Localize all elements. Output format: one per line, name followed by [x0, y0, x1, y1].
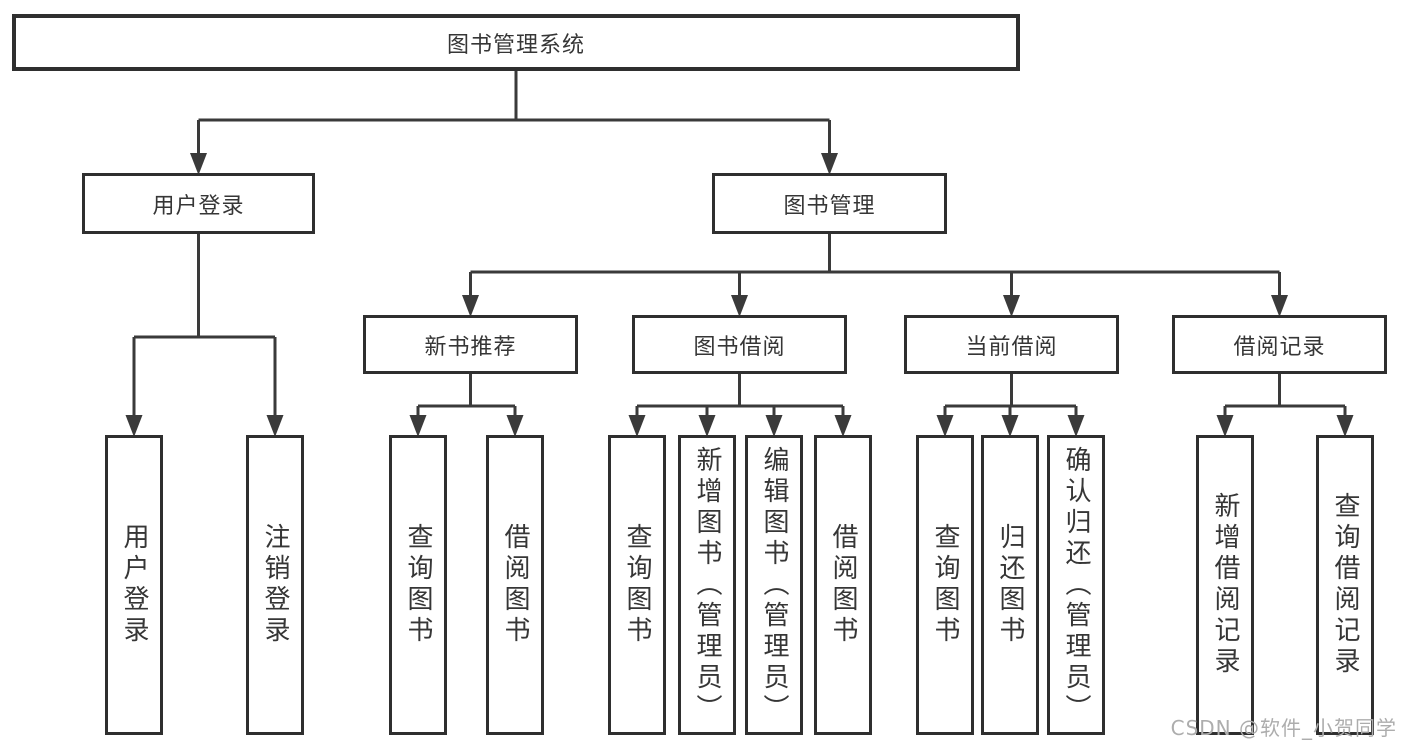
node-label: 图书管理 — [783, 193, 876, 219]
node-user-login: 用户登录 — [105, 435, 163, 735]
node-new-book-recommend: 新书推荐 — [363, 315, 578, 374]
node-query-books-2: 查询图书 — [608, 435, 666, 735]
node-label: 用户登录 — [152, 193, 245, 219]
node-label: 借阅记录 — [1233, 334, 1326, 360]
node-label: 确认归还（管理员） — [1061, 445, 1091, 725]
node-borrow-records: 借阅记录 — [1172, 315, 1387, 374]
node-label: 注销登录 — [260, 523, 290, 647]
node-query-books-3: 查询图书 — [916, 435, 974, 735]
node-current-borrowing: 当前借阅 — [904, 315, 1119, 374]
node-book-borrowing: 图书借阅 — [632, 315, 847, 374]
node-label: 图书管理系统 — [446, 32, 585, 58]
node-user-login-group: 用户登录 — [82, 173, 315, 234]
node-query-borrow-record: 查询借阅记录 — [1316, 435, 1374, 735]
node-label: 用户登录 — [119, 523, 149, 647]
node-label: 图书借阅 — [693, 334, 786, 360]
node-label: 新增图书（管理员） — [692, 445, 722, 725]
node-label: 查询图书 — [403, 523, 433, 647]
node-label: 新书推荐 — [424, 334, 517, 360]
node-label: 新增借阅记录 — [1210, 492, 1240, 678]
node-label: 查询借阅记录 — [1330, 492, 1360, 678]
node-logout: 注销登录 — [246, 435, 304, 735]
node-book-management: 图书管理 — [712, 173, 947, 234]
node-borrow-books-1: 借阅图书 — [486, 435, 544, 735]
node-label: 当前借阅 — [965, 334, 1058, 360]
node-label: 查询图书 — [622, 523, 652, 647]
node-add-borrow-record: 新增借阅记录 — [1196, 435, 1254, 735]
node-edit-book-admin: 编辑图书（管理员） — [745, 435, 803, 735]
node-label: 借阅图书 — [828, 523, 858, 647]
node-return-books: 归还图书 — [981, 435, 1039, 735]
node-label: 归还图书 — [995, 523, 1025, 647]
node-borrow-books-2: 借阅图书 — [814, 435, 872, 735]
node-query-books-1: 查询图书 — [389, 435, 447, 735]
node-label: 借阅图书 — [500, 523, 530, 647]
node-label: 查询图书 — [930, 523, 960, 647]
node-library-system: 图书管理系统 — [12, 14, 1020, 71]
node-add-book-admin: 新增图书（管理员） — [678, 435, 736, 735]
node-label: 编辑图书（管理员） — [759, 445, 789, 725]
node-confirm-return-admin: 确认归还（管理员） — [1047, 435, 1105, 735]
